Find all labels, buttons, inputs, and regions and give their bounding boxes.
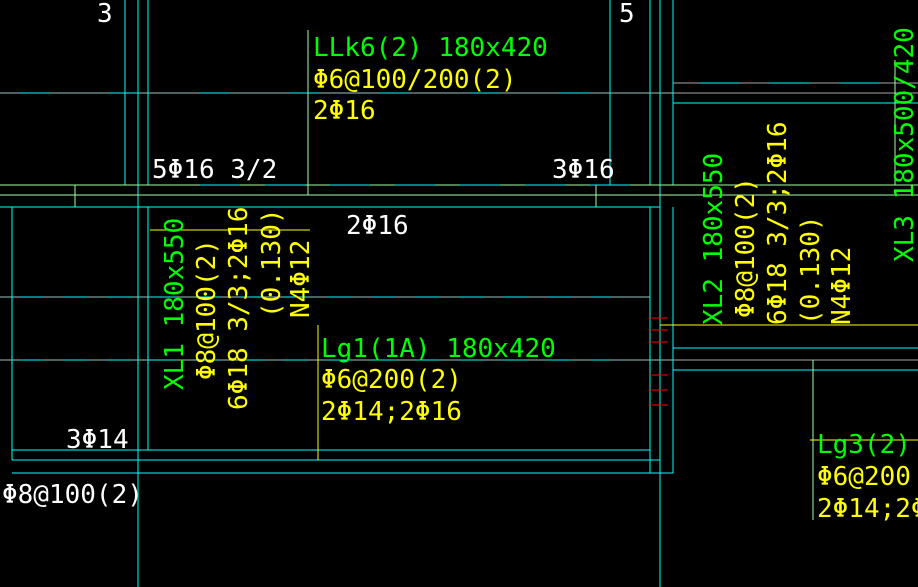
xl1-side-group: N4Φ12 bbox=[286, 240, 316, 318]
xl3-name-group: XL3 180x500/420 bbox=[890, 27, 918, 262]
llk6-bars: 2Φ16 bbox=[313, 96, 376, 126]
xl3-beam-name: XL3 180x500/420 bbox=[890, 27, 918, 262]
xl1-side-bars: N4Φ12 bbox=[286, 240, 316, 318]
llk6-stirrup: Φ6@100/200(2) bbox=[313, 65, 517, 95]
xl1-bars: 6Φ18 3/3;2Φ16 bbox=[224, 207, 254, 411]
lg3-bars: 2Φ14;2Φ bbox=[817, 494, 918, 524]
xl2-stirrup: Φ8@100(2) bbox=[731, 177, 761, 318]
lg3-stirrup: Φ6@200 bbox=[817, 462, 911, 492]
xl2-offset-group: (0.130) bbox=[796, 215, 826, 325]
xl1-stirrup-group: Φ8@100(2) bbox=[192, 239, 222, 380]
bottom-left-bars: 3Φ14 bbox=[66, 425, 129, 455]
mid-bars: 2Φ16 bbox=[346, 211, 409, 241]
xl2-side-group: N4Φ12 bbox=[827, 247, 857, 325]
bottom-stirrup: Φ8@100(2) bbox=[2, 480, 143, 510]
grid-mark-3: 3 bbox=[97, 0, 113, 29]
llk6-beam-name: LLk6(2) 180x420 bbox=[313, 33, 548, 63]
xl1-offset: (0.130) bbox=[257, 208, 287, 318]
lg1-beam-name: Lg1(1A) 180x420 bbox=[321, 334, 556, 364]
xl1-beam-name: XL1 180x550 bbox=[160, 218, 190, 390]
xl2-name-group: XL2 180x550 bbox=[699, 153, 729, 325]
xl2-bars: 6Φ18 3/3;2Φ16 bbox=[763, 122, 793, 326]
lg1-stirrup: Φ6@200(2) bbox=[321, 365, 462, 395]
xl2-side-bars: N4Φ12 bbox=[827, 247, 857, 325]
grid-mark-5: 5 bbox=[619, 0, 635, 29]
xl2-beam-name: XL2 180x550 bbox=[699, 153, 729, 325]
xl2-offset: (0.130) bbox=[796, 215, 826, 325]
top-left-bars: 5Φ16 3/2 bbox=[152, 155, 277, 185]
xl2-stirrup-group: Φ8@100(2) bbox=[731, 177, 761, 318]
lg1-bars: 2Φ14;2Φ16 bbox=[321, 397, 462, 427]
top-right-bars: 3Φ16 bbox=[552, 155, 615, 185]
lg3-beam-name: Lg3(2) 18 bbox=[817, 430, 918, 460]
xl1-offset-group: (0.130) bbox=[257, 208, 287, 318]
xl1-bars-group: 6Φ18 3/3;2Φ16 bbox=[224, 207, 254, 411]
xl1-annotation: XL1 180x550 bbox=[160, 218, 190, 390]
xl2-bars-group: 6Φ18 3/3;2Φ16 bbox=[763, 122, 793, 326]
xl1-stirrup: Φ8@100(2) bbox=[192, 239, 222, 380]
